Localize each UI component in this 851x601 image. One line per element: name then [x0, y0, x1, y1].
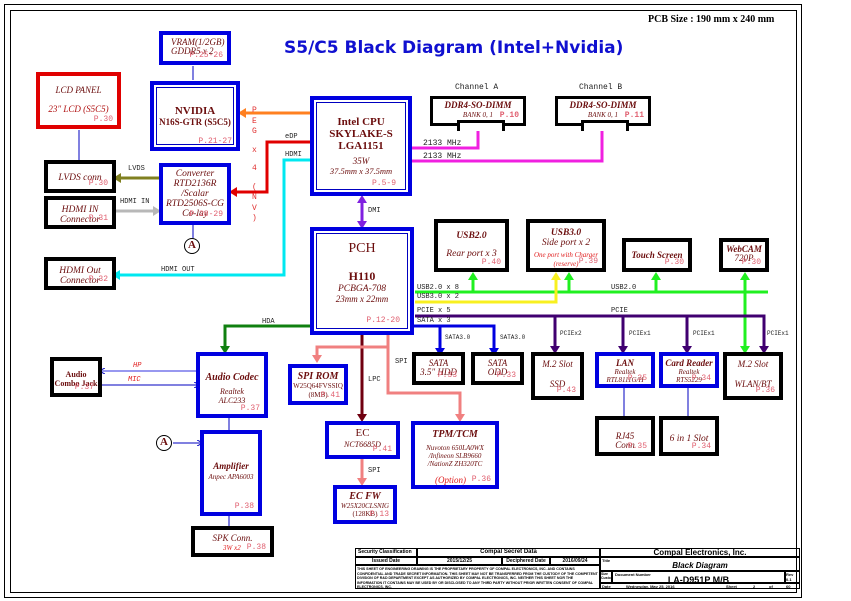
pciex2-label: PCIEx2 — [560, 330, 582, 337]
hdmi-in-block: HDMI IN Connector P.31 — [44, 196, 116, 229]
pciex1-b-label: PCIEx1 — [693, 330, 715, 337]
sata-hdd-block: SATA 3.5" HDD P.33 — [412, 352, 465, 385]
page-frame-outer — [4, 4, 802, 598]
amplifier-block: Amplifier Anpec APA6003 P.38 — [200, 430, 262, 516]
usb2x8-label: USB2.0 x 8 — [417, 284, 460, 292]
edp-bus — [232, 140, 312, 194]
edp-label: eDP — [285, 133, 298, 141]
hda-label: HDA — [262, 318, 275, 326]
rj45-block: RJ45 Conn P.35 — [595, 416, 655, 456]
tb-notice: THIS SHEET OF ENGINEERING DRAWING IS THE… — [355, 565, 600, 589]
dmi-label: DMI — [368, 207, 381, 215]
title-block: Security Classification Compal Secret Da… — [355, 548, 800, 596]
vram-block: VRAM(1/2GB) GDDR5 x 2 P.25-26 — [159, 31, 231, 65]
sata30-a-label: SATA3.0 — [445, 334, 471, 341]
ddr-a-notch — [457, 120, 505, 131]
satax3-label: SATA x 3 — [417, 317, 451, 325]
ec-fw-block: EC FW W25X20CLSNIG (128KB) P.13 — [333, 485, 397, 524]
spk-conn-block: SPK Conn. 3W x2 P.38 — [191, 526, 274, 557]
sata30-b-label: SATA3.0 — [500, 334, 526, 341]
webcam-block: WebCAM 720P P.30 — [719, 238, 769, 272]
tb-issued-label: Issued Date — [355, 557, 417, 565]
pciex1-a-label: PCIEx1 — [629, 330, 651, 337]
spi2-label: SPI — [368, 467, 381, 475]
hdmi-out-block: HDMI Out Connector P.32 — [44, 257, 116, 290]
pch-block: PCH H110 PCBGA-708 23mm x 22mm P.12-20 — [310, 227, 414, 335]
channel-b-label: Channel B — [579, 83, 623, 92]
tb-date-cell: Date Wednesday, May 25, 2016 Sheet 2 of … — [600, 583, 800, 589]
tb-deciphered-value: 2016/09/24 — [550, 557, 600, 565]
hdmi-label: HDMI — [285, 151, 302, 159]
connector-a-bottom: A — [156, 435, 172, 451]
tb-docnum-cell: Document Number LA-D951P M/B — [612, 571, 785, 583]
pcb-size: PCB Size : 190 mm x 240 mm — [648, 14, 775, 25]
hdmi-bus — [115, 158, 312, 277]
cpu-block: Intel CPU SKYLAKE-S LGA1151 35W 37.5mm x… — [310, 96, 412, 196]
pciex1-c-label: PCIEx1 — [767, 330, 789, 337]
pcie-label: PCIE — [611, 307, 628, 315]
page-title: S5/C5 Black Diagram (Intel+Nvidia) — [284, 38, 624, 58]
converter-block: Converter RTD2136R /Scalar RTD2506S-CG C… — [159, 163, 231, 225]
tb-security-label: Security Classification — [355, 548, 417, 557]
spi-label: SPI — [395, 358, 408, 366]
audio-codec-block: Audio Codec Realtek ALC233 P.37 — [196, 352, 268, 418]
ddr-b-notch — [581, 120, 629, 131]
connector-a-top: A — [184, 238, 200, 254]
lpc-label: LPC — [368, 376, 381, 384]
lvds-conn-block: LVDS conn P.30 — [44, 160, 116, 193]
audio-combo-jack-block: Audio Combo Jack P.37 — [50, 357, 102, 397]
hp-label: HP — [133, 362, 142, 370]
tb-company: Compal Electronics, Inc. — [600, 548, 800, 557]
sata-bus — [410, 324, 496, 352]
card-reader-block: Card Reader Realtek RTS5229 P.34 — [659, 352, 719, 388]
hdmi-in-label: HDMI IN — [120, 198, 150, 206]
mic-label: MIC — [128, 376, 141, 384]
mem-a-freq: 2133 MHz — [423, 139, 462, 148]
usb2-label: USB2.0 — [611, 284, 637, 292]
ddr-b-block: DDR4-SO-DIMM BANK 0, 1 P.11 — [555, 96, 651, 126]
six-in-one-slot-block: 6 in 1 Slot P.34 — [659, 416, 719, 456]
usb3-bus — [415, 276, 558, 304]
tb-title-cell: Title Black Diagram — [600, 557, 800, 571]
lan-block: LAN Realtek RTL8111G/H P.35 — [595, 352, 655, 388]
hdmi-out-label: HDMI OUT — [161, 266, 195, 274]
spi-rom-block: SPI ROM W25Q64FVSSIQ (8MB) P.41 — [288, 364, 348, 405]
tb-issued-value: 2015/12/25 — [417, 557, 502, 565]
page-frame-inner — [10, 10, 797, 593]
tb-deciphered-label: Deciphered Date — [502, 557, 550, 565]
channel-a-label: Channel A — [455, 83, 499, 92]
tb-size-cell: Size Custom — [600, 571, 612, 583]
lvds-label: LVDS — [128, 165, 145, 173]
pciex5-label: PCIE x 5 — [417, 307, 451, 315]
nvidia-gpu-block: NVIDIA N16S-GTR (S5C5) P.21-27 — [150, 81, 240, 151]
usb3x2-label: USB3.0 x 2 — [417, 293, 460, 301]
mem-b-freq: 2133 MHz — [423, 152, 462, 161]
pcie-bus — [415, 314, 766, 350]
tb-security-value: Compal Secret Data — [417, 548, 600, 557]
hda-bus — [223, 324, 312, 350]
lcd-panel-block: LCD PANEL 23" LCD (S5C5) P.30 — [36, 72, 121, 129]
mem-bus-b — [410, 125, 604, 163]
m2-wlan-block: M.2 Slot WLAN/BT P.36 — [723, 352, 783, 400]
tb-rev-cell: Rev 0.1 — [785, 571, 800, 583]
ec-block: EC NCT6685D P.41 — [325, 421, 400, 459]
usb3-side-block: USB3.0 Side port x 2 One port with Charg… — [526, 219, 606, 272]
sata-odd-block: SATA ODD P.33 — [471, 352, 524, 385]
tpm-block: TPM/TCM Nuvoton 650LA0WX /Infineon SLB96… — [411, 421, 499, 489]
usb2-rear-block: USB2.0 Rear port x 3 P.40 — [434, 219, 509, 272]
touch-screen-block: Touch Screen P.30 — [622, 238, 692, 272]
m2-ssd-block: M.2 Slot SSD P.43 — [531, 352, 584, 400]
spi-bus — [386, 334, 462, 418]
